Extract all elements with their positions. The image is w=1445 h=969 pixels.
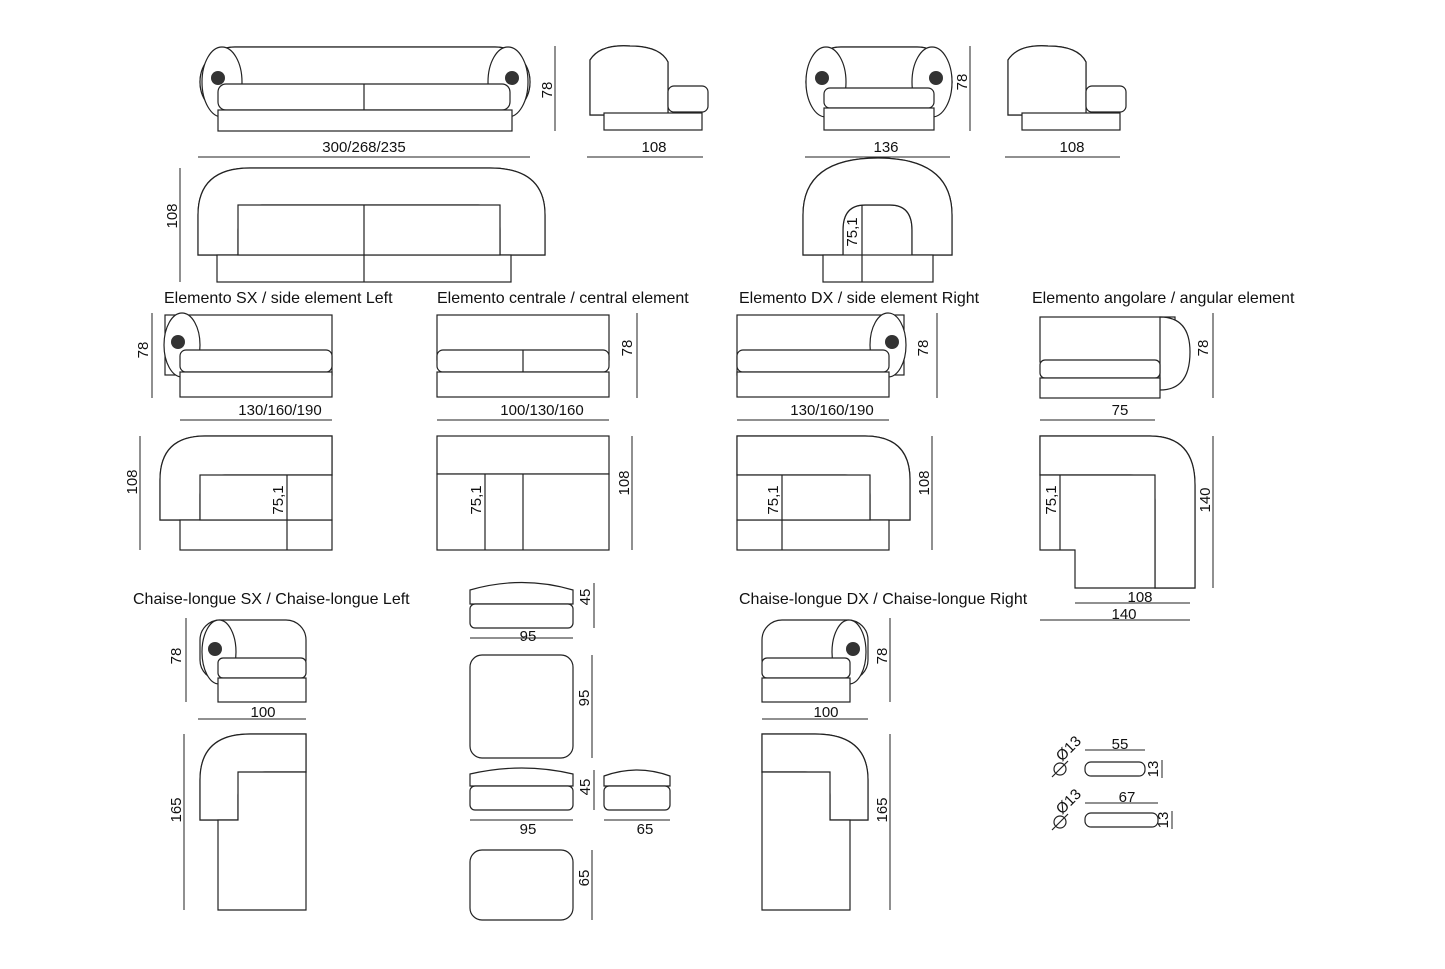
chaise-dx-depth-label: 165 (874, 797, 891, 822)
angular-depth-label: 140 (1197, 487, 1214, 512)
bolster-a-diameter-label: Ø13 (1053, 733, 1085, 765)
armchair-width-label: 136 (873, 139, 898, 156)
angular-element-front: 75 78 (1039, 313, 1214, 421)
bolster-a-height-label: 13 (1145, 761, 1162, 778)
armchair-inner-depth-label: 75,1 (844, 217, 861, 246)
armchair-side-view: 108 (1005, 45, 1127, 158)
armchair-front-view: 136 78 (805, 46, 971, 158)
angular-plan-inner-label: 108 (1127, 589, 1152, 606)
medusa-logo-icon (929, 71, 943, 85)
pouf-large-plan: 95 (469, 654, 593, 759)
pouf-b-height-label: 45 (577, 779, 594, 796)
dx-depth-label: 108 (916, 470, 933, 495)
chaise-dx-height-label: 78 (874, 648, 891, 665)
armchair-height-label: 78 (954, 74, 971, 91)
pouf-b-width-label: 95 (520, 821, 537, 838)
title-sx-element: Elemento SX / side element Left (164, 290, 393, 307)
chaise-dx-plan: 165 (761, 733, 891, 911)
central-element-front: 100/130/160 78 (436, 313, 638, 421)
sx-inner-label: 75,1 (270, 485, 287, 514)
sx-width-label: 130/160/190 (238, 402, 321, 419)
pouf-small-width-label: 65 (637, 821, 654, 838)
medusa-logo-icon (208, 642, 222, 656)
angular-width-label: 75 (1112, 402, 1129, 419)
sx-element-plan: 75,1 108 (124, 435, 333, 551)
dx-inner-label: 75,1 (765, 485, 782, 514)
chaise-dx-width-label: 100 (813, 704, 838, 721)
sofa-plan-depth-label: 108 (164, 203, 181, 228)
central-inner-label: 75,1 (468, 485, 485, 514)
chaise-sx-plan: 165 (168, 733, 307, 911)
sofa-height-label: 78 (539, 82, 556, 99)
bolster-55: Ø13 55 13 (1051, 733, 1163, 778)
sofa-width-label: 300/268/235 (322, 139, 405, 156)
angular-plan-outer-label: 140 (1111, 606, 1136, 623)
chaise-dx-front: 100 78 (761, 618, 891, 721)
dx-element-front: 130/160/190 78 (736, 312, 938, 421)
pouf-b-depth-label: 65 (576, 870, 593, 887)
angular-inner-label: 75,1 (1043, 485, 1060, 514)
pouf-medium-plan: 65 (469, 849, 593, 921)
sofa-side-view: 108 (587, 45, 709, 158)
angular-height-label: 78 (1195, 340, 1212, 357)
title-angular-element: Elemento angolare / angular element (1032, 290, 1295, 307)
armchair-side-depth-label: 108 (1059, 139, 1084, 156)
medusa-logo-icon (505, 71, 519, 85)
armchair-plan-view: 75,1 (802, 157, 953, 283)
bolster-b-diameter-label: Ø13 (1053, 786, 1085, 818)
angular-element-plan: 75,1 140 108 140 (1039, 435, 1214, 623)
dx-element-plan: 75,1 108 (736, 435, 933, 551)
dx-height-label: 78 (915, 340, 932, 357)
central-height-label: 78 (619, 340, 636, 357)
pouf-medium-front: 95 45 (469, 767, 595, 838)
sx-element-front: 130/160/190 78 (135, 312, 333, 421)
medusa-logo-icon (815, 71, 829, 85)
medusa-logo-icon (846, 642, 860, 656)
bolster-a-length-label: 55 (1112, 736, 1129, 753)
bolster-b-length-label: 67 (1119, 789, 1136, 806)
pouf-small-front: 65 (603, 769, 671, 838)
chaise-sx-width-label: 100 (250, 704, 275, 721)
medusa-logo-icon (885, 335, 899, 349)
title-chaise-sx: Chaise-longue SX / Chaise-longue Left (133, 591, 410, 608)
central-depth-label: 108 (616, 470, 633, 495)
pouf-a-width-label: 95 (520, 628, 537, 645)
title-central-element: Elemento centrale / central element (437, 290, 689, 307)
sofa-side-depth-label: 108 (641, 139, 666, 156)
medusa-logo-icon (171, 335, 185, 349)
pouf-a-depth-label: 95 (576, 690, 593, 707)
sx-height-label: 78 (135, 342, 152, 359)
pouf-large-front: 95 45 (469, 581, 595, 645)
bolster-b-height-label: 13 (1155, 812, 1172, 829)
pouf-a-height-label: 45 (577, 589, 594, 606)
central-element-plan: 75,1 108 (436, 435, 633, 551)
sofa-plan-view: 108 (164, 167, 546, 283)
sx-depth-label: 108 (124, 469, 141, 494)
chaise-sx-front: 100 78 (168, 618, 307, 721)
title-chaise-dx: Chaise-longue DX / Chaise-longue Right (739, 591, 1028, 608)
chaise-sx-depth-label: 165 (168, 797, 185, 822)
bolster-67: Ø13 67 13 (1051, 786, 1173, 831)
sofa-front-view: 300/268/235 78 (198, 46, 556, 158)
dx-width-label: 130/160/190 (790, 402, 873, 419)
medusa-logo-icon (211, 71, 225, 85)
central-width-label: 100/130/160 (500, 402, 583, 419)
chaise-sx-height-label: 78 (168, 648, 185, 665)
title-dx-element: Elemento DX / side element Right (739, 290, 980, 307)
